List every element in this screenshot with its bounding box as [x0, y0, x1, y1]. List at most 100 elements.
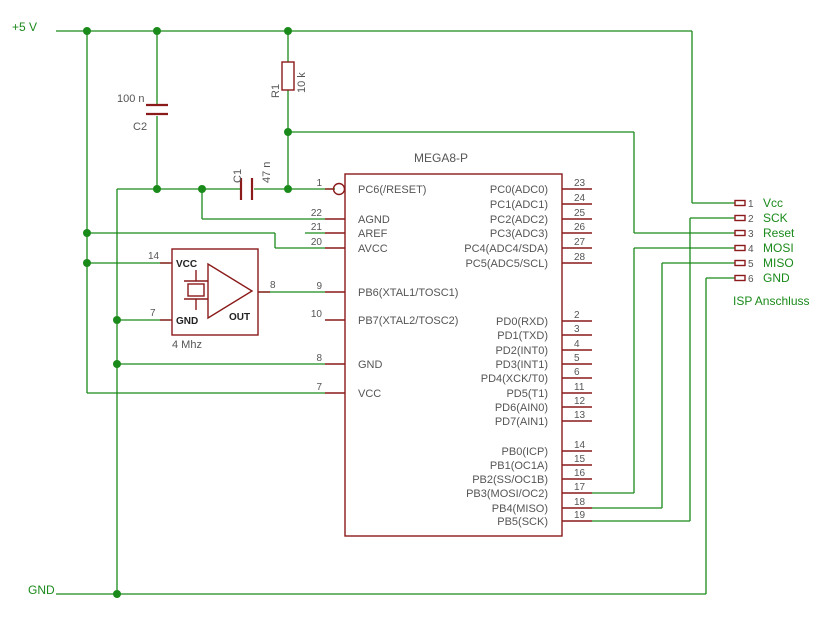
isp-pin-label: MISO	[763, 256, 794, 270]
mcu-pin-number: 6	[574, 367, 580, 378]
mcu-pin-number: 26	[574, 222, 586, 233]
mcu-pin-number: 18	[574, 497, 586, 508]
isp-pin-2: 2 SCK	[734, 211, 788, 225]
mcu-pin-label: PD2(INT0)	[495, 345, 548, 357]
mcu-pin-number: 27	[574, 237, 586, 248]
mcu-pin-label: PB1(OC1A)	[490, 460, 548, 472]
junction	[153, 27, 161, 35]
isp-pin-label: MOSI	[763, 241, 794, 255]
isp-pin-label: Reset	[763, 226, 795, 240]
mcu-pin-label: PD4(XCK/T0)	[481, 373, 548, 385]
r1-name: R1	[270, 84, 282, 98]
junctions	[83, 27, 292, 598]
isp-pin-number: 6	[748, 274, 754, 285]
mcu-pin-number: 13	[574, 410, 586, 421]
mcu-pin-number: 11	[574, 382, 585, 393]
capacitor-c1: C1 47 n	[232, 162, 273, 200]
mcu-pin-label: PB2(SS/OC1B)	[472, 474, 548, 486]
osc-pin-out: 8	[270, 280, 276, 291]
isp-pin-number: 5	[748, 259, 754, 270]
resistor-r1: R1 10 k	[270, 61, 308, 98]
mcu-pin-number: 10	[311, 309, 323, 320]
junction	[83, 229, 91, 237]
mcu-pin-label: PB6(XTAL1/TOSC1)	[358, 287, 458, 299]
mcu-pin-label: PD6(AIN0)	[495, 402, 548, 414]
mcu-pin-number: 1	[316, 178, 322, 189]
isp-pin-label: Vcc	[763, 196, 783, 210]
isp-pin-4: 4 MOSI	[734, 241, 794, 255]
isp-pin-number: 2	[748, 214, 754, 225]
junction	[83, 259, 91, 267]
mcu-pin-label: PC0(ADC0)	[490, 184, 548, 196]
mcu-pin-label: PC2(ADC2)	[490, 214, 548, 226]
mcu-pin-number: 4	[574, 339, 580, 350]
capacitor-c2: 100 n C2	[117, 93, 168, 133]
c1-value: 47 n	[261, 162, 273, 183]
wires	[56, 30, 735, 595]
mcu-pin-label: PC6(/RESET)	[358, 184, 426, 196]
mcu-pin-number: 2	[574, 310, 580, 321]
c1-name: C1	[232, 169, 244, 183]
mcu-pin-number: 17	[574, 482, 586, 493]
mcu-pin-label: PB4(MISO)	[492, 503, 548, 515]
isp-title: ISP Anschluss	[733, 294, 810, 308]
oscillator-4mhz: VCC GND OUT 14 7 8 4 Mhz	[148, 248, 276, 351]
mcu-pin-number: 7	[316, 382, 322, 393]
isp-pin-label: SCK	[763, 211, 788, 225]
r1-value: 10 k	[296, 72, 308, 93]
mcu-pin-number: 25	[574, 208, 586, 219]
gnd-net-label: GND	[28, 583, 55, 597]
isp-pin-number: 4	[748, 244, 754, 255]
mcu-pin-number: 23	[574, 178, 586, 189]
mcu-pin-number: 5	[574, 353, 580, 364]
mcu-pin-number: 22	[311, 208, 323, 219]
mcu-pin-number: 21	[311, 222, 323, 233]
isp-pin-number: 3	[748, 229, 754, 240]
junction	[113, 590, 121, 598]
mcu-pin-label: PB0(ICP)	[502, 446, 548, 458]
mcu-pin-label: AREF	[358, 228, 388, 240]
osc-value: 4 Mhz	[172, 339, 202, 351]
osc-pin-gnd: 7	[150, 308, 156, 319]
mcu-pin-label: AVCC	[358, 243, 388, 255]
osc-gnd-label: GND	[176, 316, 198, 327]
junction	[284, 27, 292, 35]
mcu-mega8: MEGA8-P 1PC6(/RESET)22AGND21AREF20AVCC9P…	[311, 151, 592, 537]
mcu-pin-number: 8	[316, 353, 322, 364]
junction	[113, 316, 121, 324]
osc-pin-vcc: 14	[148, 251, 160, 262]
c2-value: 100 n	[117, 93, 145, 105]
mcu-right-pins: 23PC0(ADC0)24PC1(ADC1)25PC2(ADC2)26PC3(A…	[464, 178, 592, 528]
mcu-pin-label: VCC	[358, 388, 381, 400]
mcu-pin-label: PB7(XTAL2/TOSC2)	[358, 315, 458, 327]
c2-name: C2	[133, 121, 147, 133]
mcu-name: MEGA8-P	[414, 151, 468, 165]
mcu-pin-number: 3	[574, 324, 580, 335]
